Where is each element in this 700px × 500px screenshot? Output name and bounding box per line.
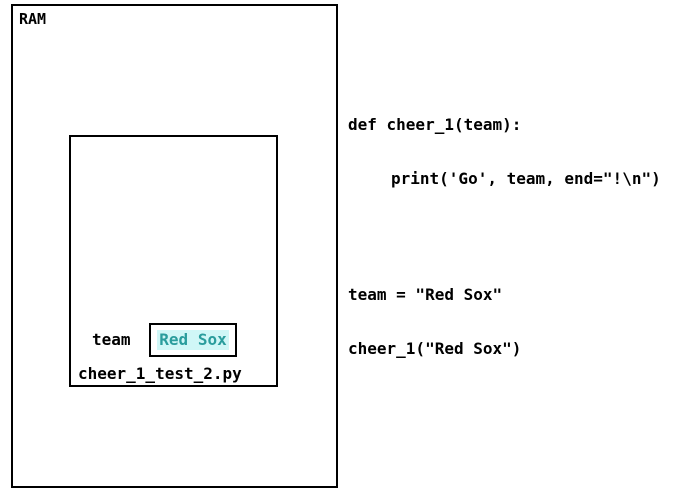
code-blank-line (348, 224, 700, 250)
ram-label: RAM (19, 10, 47, 28)
ram-box: RAM (11, 4, 338, 488)
variable-name-team: team (92, 330, 131, 349)
variable-value-box-team: Red Sox (149, 323, 237, 357)
code-line-function-def: def cheer_1(team): (348, 115, 522, 134)
variable-value-team: Red Sox (157, 330, 229, 350)
module-frame-label: cheer_1_test_2.py (78, 364, 242, 383)
code-block: def cheer_1(team): print('Go', team, end… (348, 80, 700, 376)
code-line-assignment: team = "Red Sox" (348, 285, 503, 304)
code-line-function-body: print('Go', team, end="!\n") (391, 169, 661, 188)
code-line-call: cheer_1("Red Sox") (348, 339, 522, 358)
module-frame-box (69, 135, 278, 387)
